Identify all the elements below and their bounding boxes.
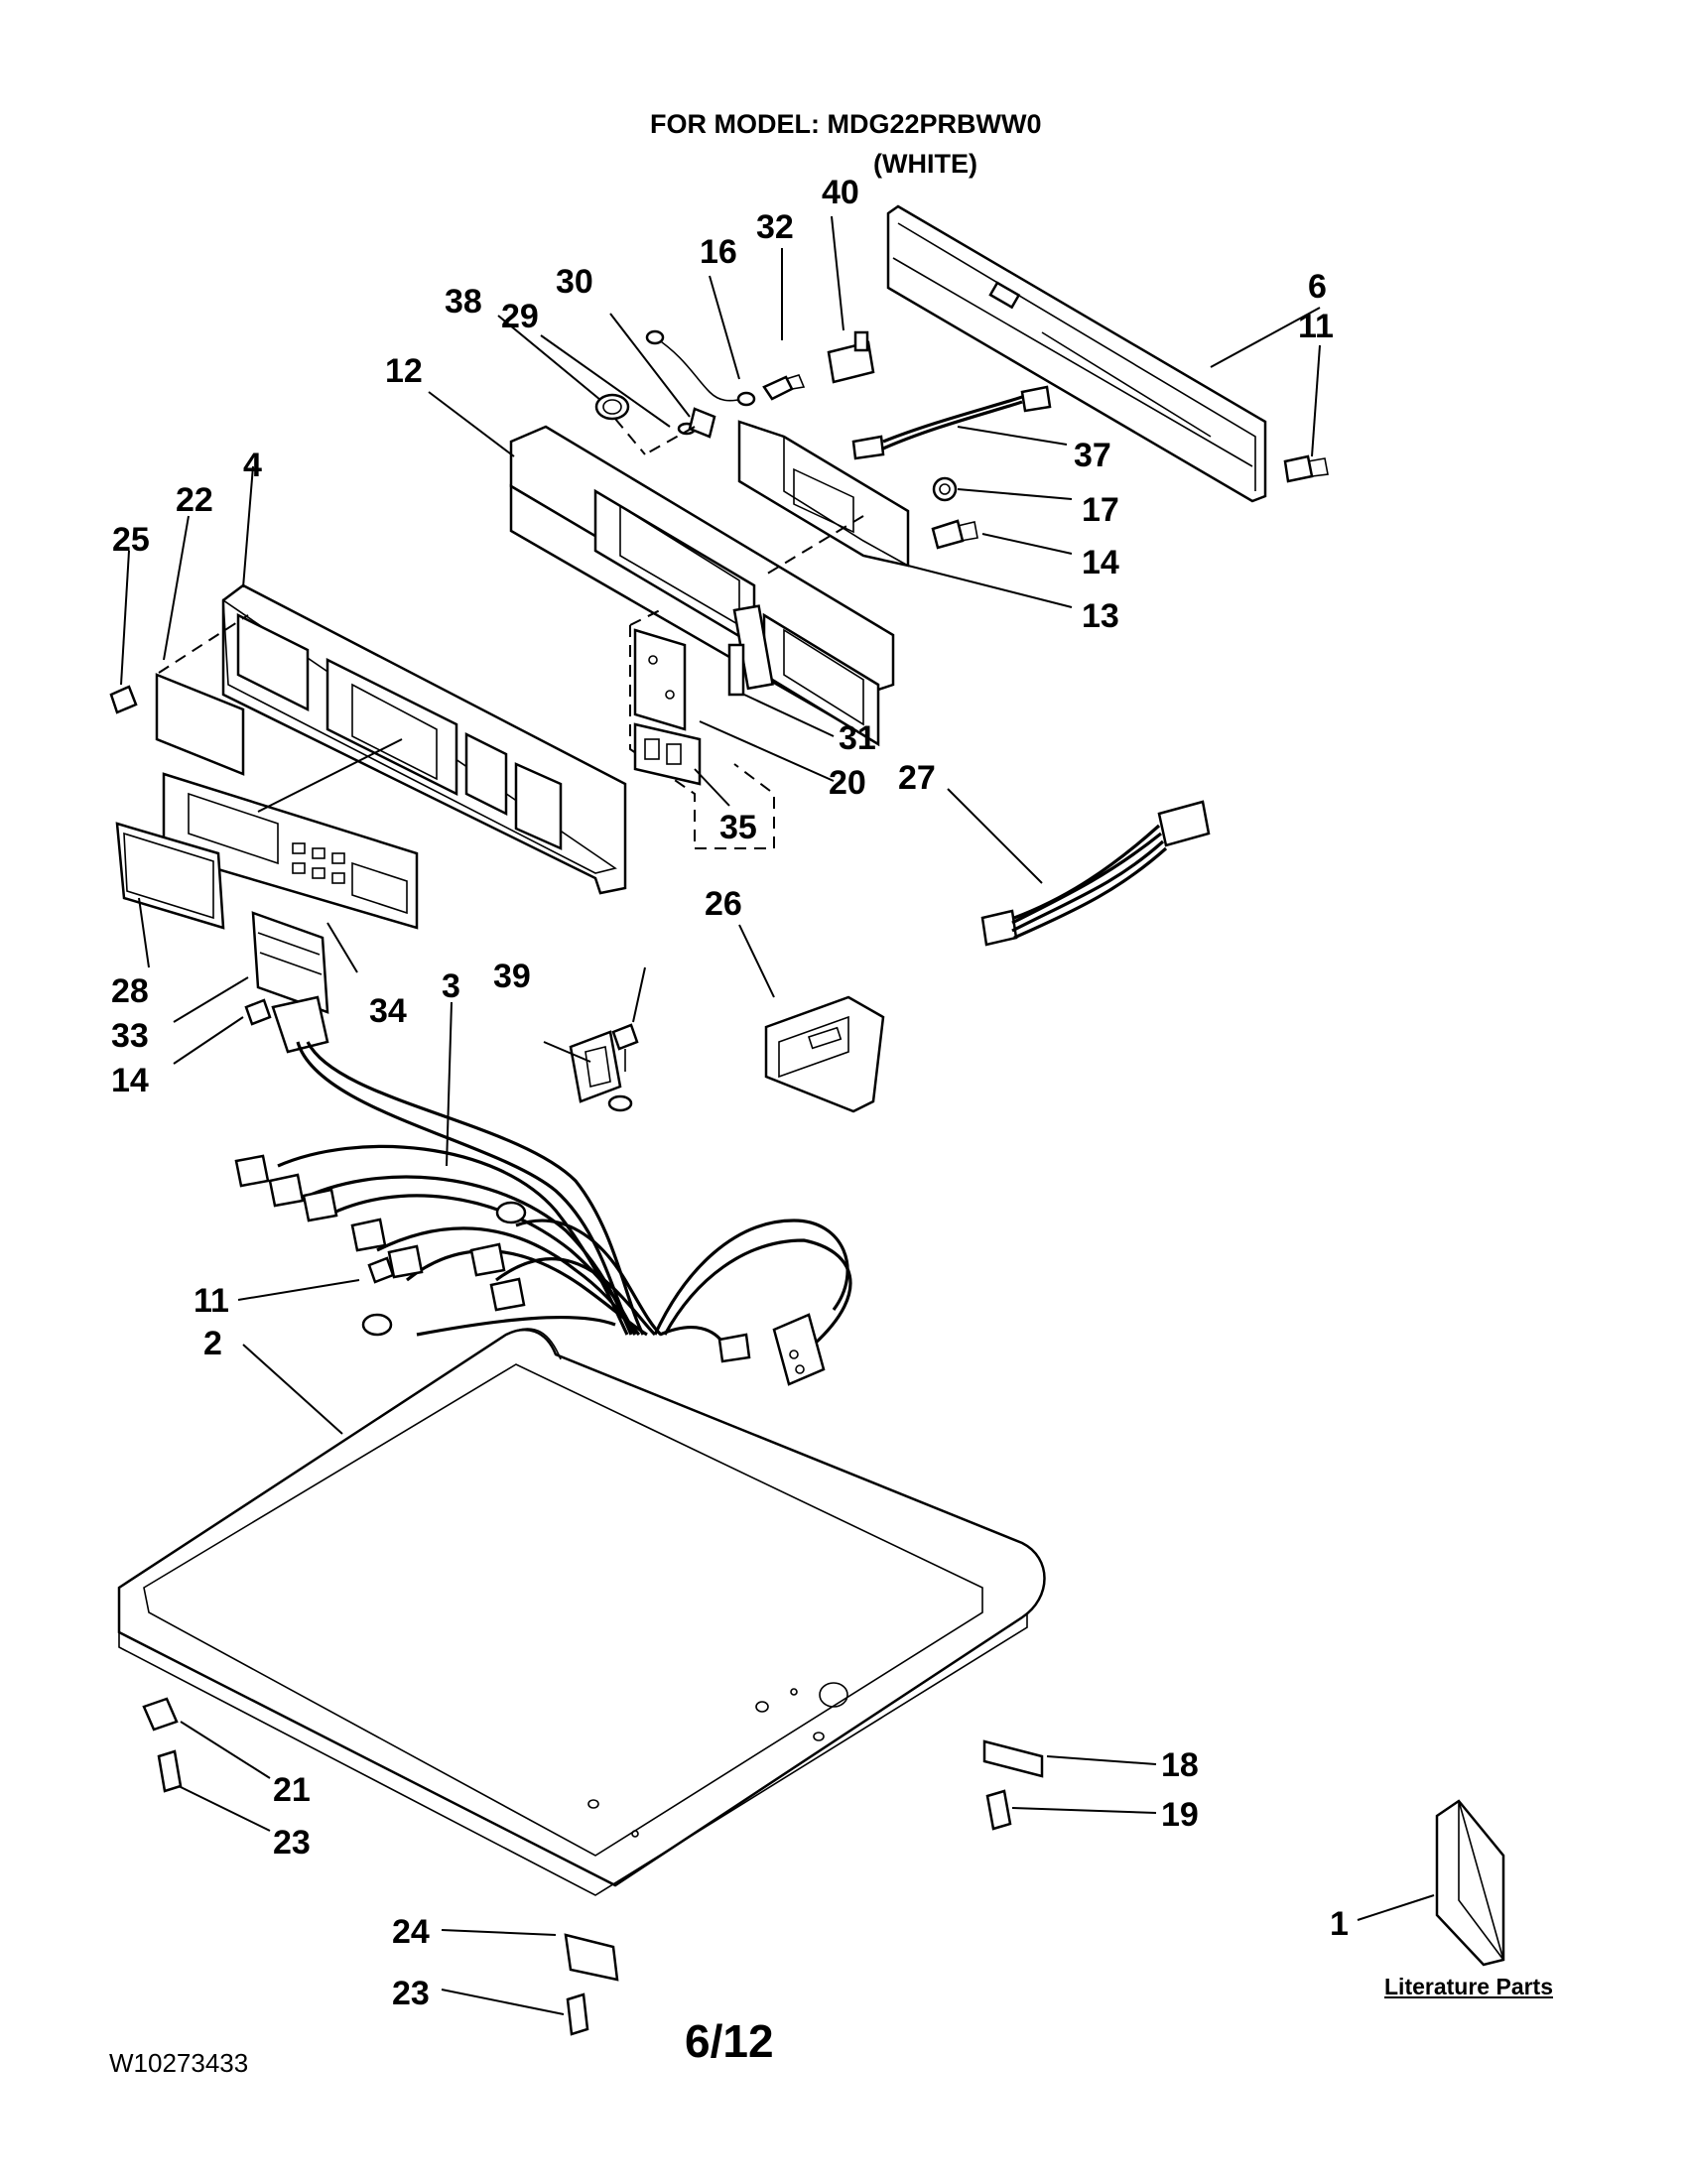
console-frame [509,425,895,747]
callout-21: 22 [176,481,213,519]
callout-36: 37 [1074,437,1111,474]
connector-and-harness [827,330,1052,460]
callout-28: 28 [111,972,149,1010]
top-panel [117,1328,1046,1896]
callout-38: 39 [493,958,531,995]
callout-13: 13 [1082,597,1119,635]
alignment-lines [158,418,864,813]
callout-37: 38 [445,283,482,321]
literature-parts-label: Literature Parts [1384,1974,1554,1999]
callout-1: 1 [1330,1905,1349,1943]
callout-2: 2 [203,1325,222,1362]
callout-35: 35 [719,809,757,846]
callout-14-lower: 14 [111,1062,149,1099]
callout-14-upper: 14 [1082,544,1119,581]
overlay-buttons [162,772,419,930]
callout-29: 29 [501,298,539,335]
callout-27: 27 [898,759,936,797]
wire-harness [234,995,852,1386]
model-variant: (WHITE) [873,149,977,179]
switch-subassembly [629,609,775,849]
callout-23-left: 23 [273,1824,311,1862]
literature-box [1435,1799,1505,1967]
callout-26: 26 [705,885,742,923]
callout-22: 21 [273,1771,311,1809]
callout-33: 33 [111,1017,149,1055]
left-screws [109,685,272,1026]
model-title: FOR MODEL: MDG22PRBWW0 [650,109,1042,139]
callout-19: 19 [1161,1796,1199,1834]
callout-11-lower: 11 [194,1282,229,1320]
upper-right-screws [931,454,1329,550]
callout-24: 24 [392,1913,430,1951]
callout-31: 31 [839,719,876,757]
callout-3: 3 [442,967,460,1005]
callout-23-bottom: 23 [392,1975,430,2012]
callout-17: 17 [1082,491,1119,529]
console-rear-panel [886,204,1267,503]
leader-lines [120,215,1435,2015]
callout-16: 16 [700,233,737,271]
bracket-33 [251,911,329,1014]
overlay-left [155,673,245,776]
callout-6: 6 [1308,268,1327,306]
display-window [115,822,225,930]
callout-30: 30 [556,263,593,301]
callout-32: 32 [756,208,794,246]
document-number: W10273433 [109,2048,249,2078]
callout-4: 4 [243,447,262,484]
callout-18: 18 [1161,1746,1199,1784]
page-number: 6/12 [685,2015,774,2067]
callout-34: 34 [369,992,407,1030]
callout-labels: 40 32 16 30 29 38 12 6 11 37 17 14 13 31… [111,174,1349,2012]
callout-20: 20 [829,764,866,802]
control-console [221,583,627,895]
callout-25: 25 [112,521,150,559]
knob-and-hardware [594,329,806,439]
harness-27 [980,800,1211,947]
hinges-and-screws [142,1697,1044,2036]
callout-12: 12 [385,352,423,390]
bracket-26 [764,995,885,1113]
transformer [569,1023,639,1112]
callout-11-upper: 11 [1298,308,1334,345]
callout-40: 40 [822,174,859,211]
